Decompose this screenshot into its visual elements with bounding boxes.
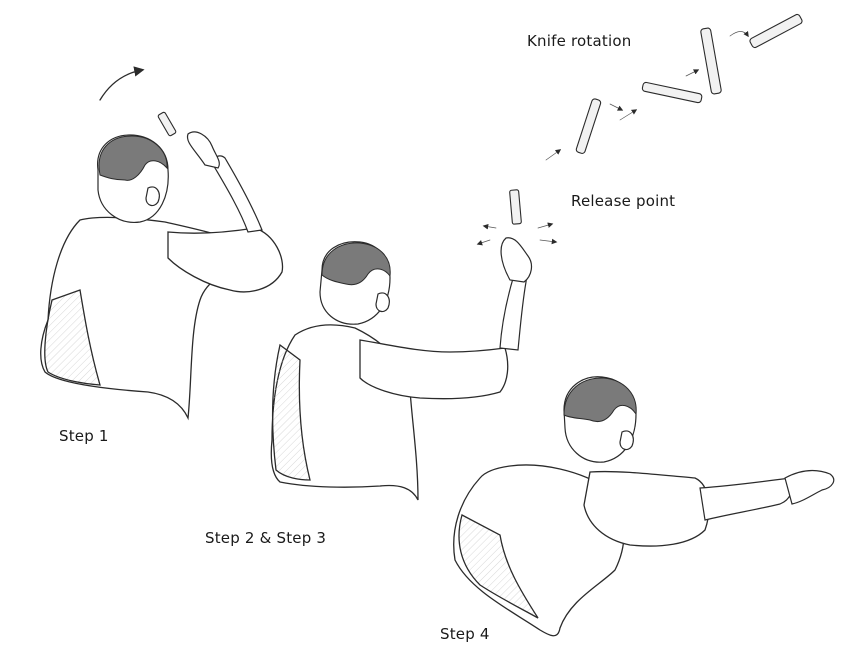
step1-motion-arrow xyxy=(100,70,142,100)
rotation-arrow-4 xyxy=(686,70,698,76)
step1-hand xyxy=(187,132,219,168)
step23-arm xyxy=(360,340,508,399)
knife-rotation-label: Knife rotation xyxy=(527,32,631,50)
release-point-label: Release point xyxy=(571,192,675,210)
rotation-arrow-5 xyxy=(730,32,748,37)
release-arrow-left-up xyxy=(484,226,496,228)
rotation-knife-1 xyxy=(576,98,602,154)
rotation-knife-2 xyxy=(642,82,703,103)
figure-step4 xyxy=(454,377,834,636)
step4-hand xyxy=(785,471,834,504)
rotation-knife-4 xyxy=(749,13,803,48)
release-arrow-left-down xyxy=(478,240,490,244)
step4-label: Step 4 xyxy=(440,625,490,643)
rotation-arrow-2 xyxy=(610,104,622,110)
figure-step2-3 xyxy=(271,190,556,500)
rotation-knife-3 xyxy=(700,28,721,95)
step23-hand xyxy=(501,238,531,282)
step1-label: Step 1 xyxy=(59,427,109,445)
step1-knife xyxy=(158,112,177,137)
rotation-arrow-1 xyxy=(546,150,560,160)
release-arrow-right-down xyxy=(540,240,556,242)
figure-step1 xyxy=(41,70,283,418)
rotation-arrow-3 xyxy=(620,110,636,120)
release-arrow-right-up xyxy=(538,224,552,228)
step2-3-label: Step 2 & Step 3 xyxy=(205,529,326,547)
step23-knife xyxy=(510,190,522,225)
